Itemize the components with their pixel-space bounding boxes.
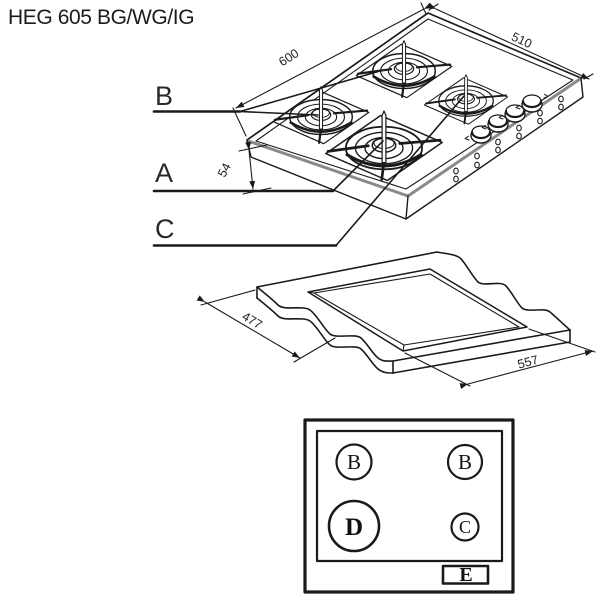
burner-b2-label: B xyxy=(458,450,472,474)
dim-510: 510 xyxy=(427,2,594,80)
callout-a: A xyxy=(152,140,384,193)
schematic-outer-frame xyxy=(303,418,515,594)
dim-557-label: 557 xyxy=(516,353,540,372)
dim-477-label: 477 xyxy=(240,309,265,332)
burner-b2-circle xyxy=(446,443,484,481)
callout-c-label: C xyxy=(155,214,175,244)
dim-54-label: 54 xyxy=(215,161,234,180)
countertop-outline xyxy=(256,251,571,374)
callout-b: B xyxy=(152,70,381,116)
burner-d-label: D xyxy=(345,514,363,541)
dim-54: 54 xyxy=(215,141,272,195)
dim-557: 557 xyxy=(404,328,596,389)
vent-holes xyxy=(453,95,564,183)
callout-b-label: B xyxy=(155,81,173,111)
callout-c: C xyxy=(152,95,465,247)
burner-c-circle xyxy=(450,512,480,542)
burner-d-circle xyxy=(327,499,381,553)
burner-layout-schematic: B B D C E xyxy=(303,418,515,594)
hob-isometric-view: 600 510 54 B xyxy=(152,2,594,247)
schematic-inner-frame xyxy=(315,429,504,563)
callout-a-label: A xyxy=(155,158,173,188)
control-panel-label: E xyxy=(459,564,472,586)
control-panel-box xyxy=(441,564,490,585)
page-title: HEG 605 BG/WG/IG xyxy=(8,6,195,29)
burner-b1-label: B xyxy=(347,450,361,474)
dim-600-label: 600 xyxy=(276,46,301,69)
burner-rear-drawing xyxy=(354,39,454,99)
hob-side-wall-right xyxy=(405,77,584,220)
countertop-cutout-view: 477 557 xyxy=(196,251,596,389)
cutout-opening xyxy=(307,268,528,352)
burner-b1-circle xyxy=(335,443,373,481)
dim-510-label: 510 xyxy=(509,30,534,52)
burner-c-label: C xyxy=(459,517,471,537)
